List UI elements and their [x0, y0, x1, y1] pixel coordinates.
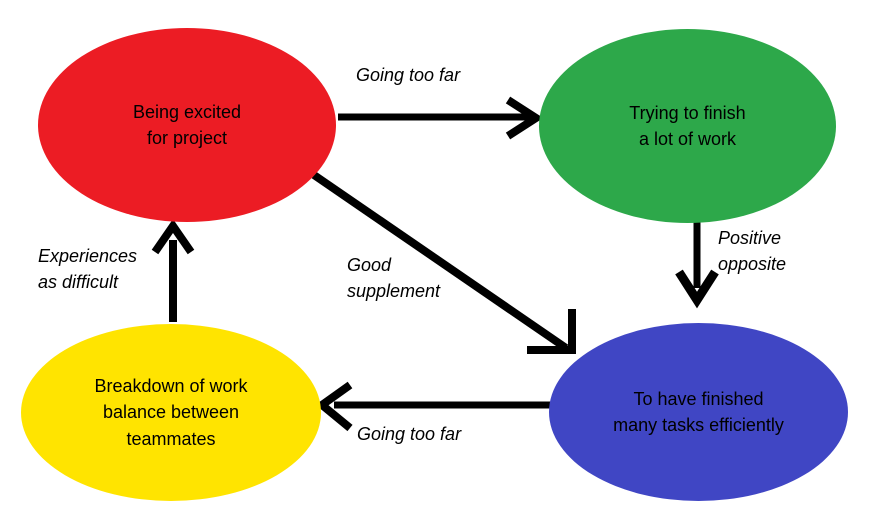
- edge-label-excited-to-finish: Going too far: [356, 65, 461, 85]
- edge-label-efficient-to-breakdown: Going too far: [357, 424, 462, 444]
- node-label: Breakdown of work balance between teamma…: [94, 376, 248, 449]
- node-breakdown-of-work-balance-between-teammates[interactable]: Breakdown of work balance between teamma…: [21, 324, 321, 501]
- node-being-excited-for-project[interactable]: Being excited for project: [38, 28, 336, 222]
- edge-label-excited-to-efficient: Good supplement: [347, 255, 441, 302]
- node-trying-to-finish-a-lot-of-work[interactable]: Trying to finish a lot of work: [539, 29, 836, 223]
- node-label: Trying to finish a lot of work: [629, 102, 746, 149]
- arrow-breakdown-to-excited: [151, 218, 195, 322]
- node-label: Being excited for project: [132, 101, 242, 148]
- edge-label-breakdown-to-excited: Experiences as difficult: [38, 246, 138, 293]
- node-to-have-finished-many-tasks-efficiently[interactable]: To have finished many tasks efficiently: [549, 323, 848, 501]
- arrow-excited-to-finish: [338, 96, 544, 140]
- node-label: To have finished many tasks efficiently: [613, 388, 784, 435]
- arrow-finish-to-efficient: [675, 221, 719, 309]
- edge-label-finish-to-efficient: Positive opposite: [718, 228, 787, 275]
